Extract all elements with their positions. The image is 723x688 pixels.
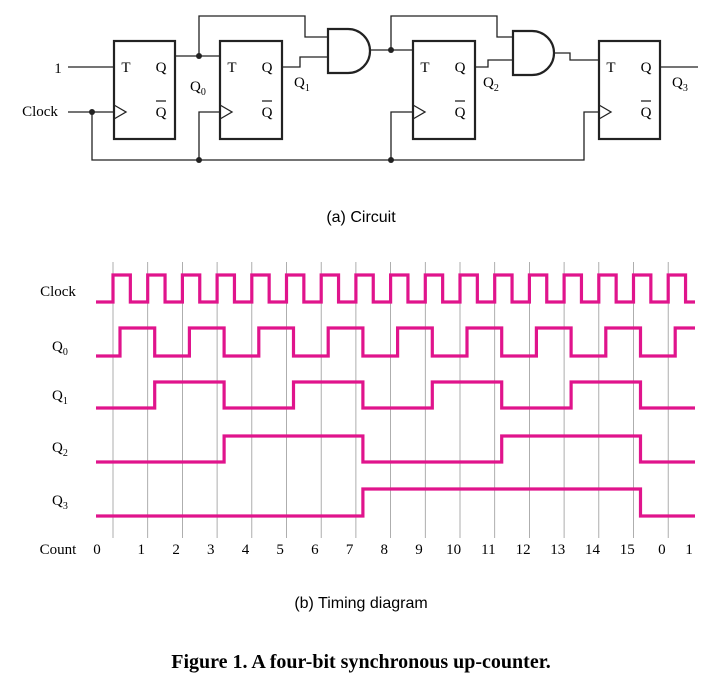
t-input-label: T <box>606 60 615 76</box>
signal-label-q3: Q3 <box>52 493 68 512</box>
q3-waveform <box>96 487 695 518</box>
qbar-output-label: Q <box>641 105 652 121</box>
qbar-output-label: Q <box>156 105 167 121</box>
junction-dot <box>196 157 202 163</box>
junction-dot <box>196 53 202 59</box>
circuit-caption: (a) Circuit <box>326 209 396 226</box>
count-value: 7 <box>346 542 354 558</box>
t-input-label: T <box>420 60 429 76</box>
q2-waveform <box>96 434 695 464</box>
flip-flop-1: T Q Q <box>218 39 284 141</box>
timing-grid <box>112 262 669 538</box>
count-value: 2 <box>172 542 180 558</box>
timing-caption: (b) Timing diagram <box>294 595 427 612</box>
flip-flop-2: T Q Q <box>411 39 477 141</box>
count-value: 6 <box>311 542 319 558</box>
and-gate-2 <box>511 29 556 77</box>
q-output-label: Q <box>641 60 652 76</box>
q2-wire <box>475 59 513 68</box>
output-label-q1: Q1 <box>294 75 310 94</box>
count-value: 11 <box>481 542 495 558</box>
t-input-label: T <box>121 60 130 76</box>
clock-waveform <box>96 273 695 304</box>
input-label: 1 <box>54 61 62 77</box>
junction-dot <box>388 157 394 163</box>
count-value: 0 <box>658 542 666 558</box>
q1-wire <box>282 56 328 68</box>
count-value: 5 <box>276 542 284 558</box>
output-label-q2: Q2 <box>483 75 499 94</box>
circuit: 1 Clock T Q Q T Q Q <box>22 15 698 226</box>
clock-label: Clock <box>22 104 58 120</box>
qbar-output-label: Q <box>455 105 466 121</box>
count-value: 1 <box>685 542 693 558</box>
flip-flop-0: T Q Q <box>112 39 177 141</box>
output-label-q0: Q0 <box>190 79 206 98</box>
signal-label-q2: Q2 <box>52 440 68 459</box>
count-value: 3 <box>207 542 215 558</box>
count-value: 13 <box>550 542 565 558</box>
qbar-output-label: Q <box>262 105 273 121</box>
junction-dot <box>89 109 95 115</box>
junction-dot <box>388 47 394 53</box>
t-input-label: T <box>227 60 236 76</box>
count-value: 8 <box>381 542 389 558</box>
output-label-q3: Q3 <box>672 75 688 94</box>
and-gate-1 <box>326 27 372 75</box>
flip-flop-3: T Q Q <box>597 39 662 141</box>
count-value: 9 <box>415 542 423 558</box>
signal-label-clock: Clock <box>40 284 76 300</box>
q-output-label: Q <box>156 60 167 76</box>
count-value: 12 <box>516 542 531 558</box>
count-value: 0 <box>93 542 101 558</box>
figure-caption: Figure 1. A four-bit synchronous up-coun… <box>171 651 551 673</box>
timing-waves <box>96 273 695 518</box>
count-value: 14 <box>585 542 601 558</box>
count-label: Count <box>40 542 78 558</box>
count-value: 15 <box>620 542 635 558</box>
signal-label-q0: Q0 <box>52 339 68 358</box>
count-value: 4 <box>242 542 250 558</box>
q-output-label: Q <box>455 60 466 76</box>
q-output-label: Q <box>262 60 273 76</box>
count-value: 1 <box>138 542 146 558</box>
signal-label-q1: Q1 <box>52 388 68 407</box>
count-value: 10 <box>446 542 461 558</box>
and2-out-wire <box>550 52 599 61</box>
q0-waveform <box>96 326 695 358</box>
q1-waveform <box>96 380 695 410</box>
